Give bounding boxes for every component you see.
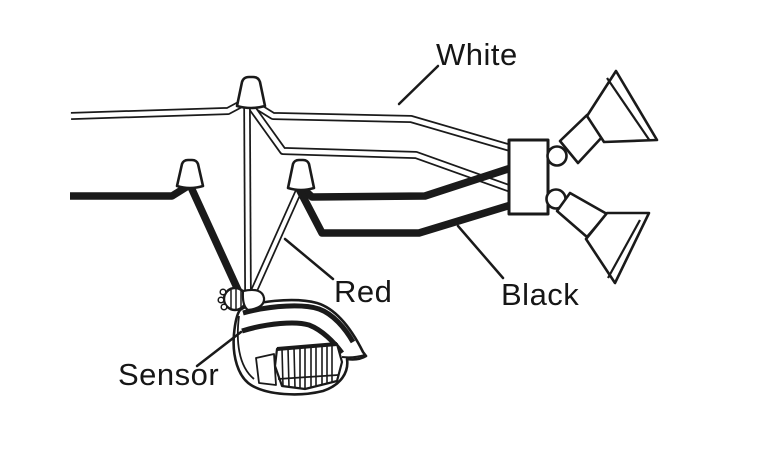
swivel-knurl-2 — [217, 296, 225, 304]
sensor-hood-ridge-1 — [242, 303, 356, 344]
swivel-knurl-1 — [219, 288, 227, 296]
black-wire-label: Black — [501, 277, 580, 312]
black-leader-line — [456, 224, 505, 280]
sensor-label: Sensor — [118, 357, 220, 392]
black-wire-to-lower-lamp — [294, 185, 516, 237]
red-wire-from-sensor — [249, 186, 304, 295]
white-wire-nut — [235, 75, 267, 110]
upper-ball-joint — [546, 145, 568, 167]
sensor-lens-ribs — [281, 344, 333, 389]
upper-lamp-cone — [585, 69, 659, 144]
sensor-lens-top-band — [276, 342, 338, 351]
lower-floodlight — [555, 191, 651, 285]
white-wire-label: White — [436, 37, 518, 72]
sensor-mount-lobe — [241, 288, 266, 312]
sensor-head — [217, 286, 368, 396]
sensor-leader-line — [195, 330, 243, 368]
black-wire-nut — [175, 158, 205, 190]
swivel-ribs — [230, 289, 242, 310]
lower-lamp-rim — [607, 219, 641, 279]
black-wire-to-sensor — [186, 183, 242, 292]
red-leader-line — [283, 237, 335, 281]
swivel-knurl-3 — [220, 303, 228, 311]
upper-lamp-rim — [606, 77, 651, 142]
junction-box — [507, 138, 550, 216]
sensor-hood-underside — [341, 354, 366, 359]
white-wire-to-lower-lamp — [246, 102, 516, 194]
sensor-body-inner-line — [236, 315, 255, 380]
black-wires — [70, 163, 516, 292]
sensor-side-panel — [255, 353, 277, 386]
black-wire-to-upper-lamp — [297, 163, 516, 201]
red-wire-label: Red — [334, 274, 393, 309]
white-wire-to-upper-lamp — [249, 99, 516, 153]
white-wire-to-sensor — [243, 100, 252, 293]
white-supply-wire — [70, 99, 245, 120]
black-supply-wire — [70, 182, 190, 200]
upper-floodlight — [558, 69, 659, 165]
leader-lines — [195, 64, 505, 368]
sensor-lens-divider — [277, 374, 339, 380]
red-wire-nut — [286, 158, 316, 192]
white-leader-line — [397, 64, 440, 106]
